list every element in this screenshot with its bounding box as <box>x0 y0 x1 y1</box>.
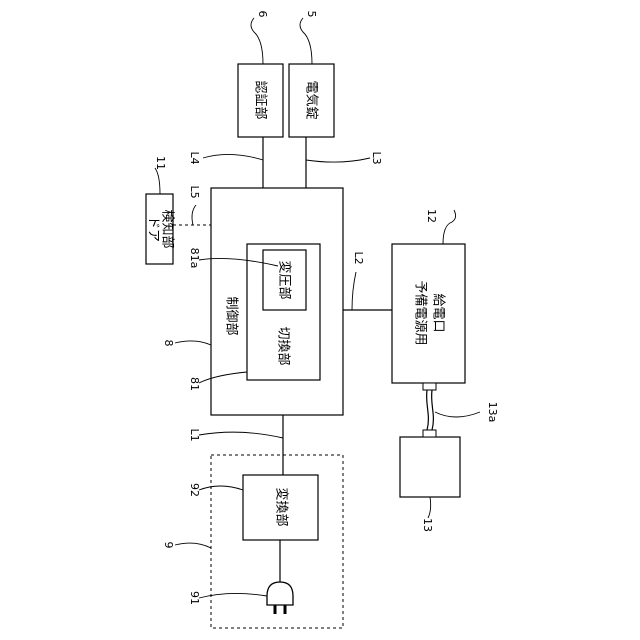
leader-5 <box>300 18 312 64</box>
switcher-label: 切換部 <box>276 326 291 365</box>
leader-L2 <box>352 272 356 310</box>
leader-91 <box>199 593 267 598</box>
door-label-line2: 検知部 <box>160 209 176 248</box>
leader-8 <box>175 341 211 345</box>
leader-11 <box>155 168 160 194</box>
leader-L5 <box>192 205 196 225</box>
ref-6: 6 <box>256 11 269 18</box>
leader-92 <box>199 486 243 490</box>
leader-13a <box>435 412 480 417</box>
ref-91: 91 <box>188 591 201 605</box>
backup-label-line1: 予備電源用 <box>413 280 429 345</box>
leader-L1 <box>199 432 283 438</box>
leader-9 <box>175 543 211 548</box>
ref-12: 12 <box>425 209 438 223</box>
line-label-L1: L1 <box>188 428 201 441</box>
leader-13 <box>428 497 431 518</box>
line-label-L2: L2 <box>352 251 365 264</box>
ref-13: 13 <box>421 518 434 532</box>
lock-label: 電気錠 <box>304 80 320 119</box>
leader-6 <box>251 18 263 64</box>
backup-label-line2: 給電口 <box>431 293 446 332</box>
ref-5: 5 <box>305 11 318 18</box>
line-label-L5: L5 <box>188 185 201 198</box>
backup-power-port-block <box>392 244 465 383</box>
ref-9: 9 <box>162 542 175 549</box>
converter-label: 変換部 <box>274 487 290 526</box>
booster-label: 変圧部 <box>277 260 293 299</box>
leader-L4 <box>203 154 263 160</box>
ref-13a: 13a <box>486 402 499 423</box>
leader-L3 <box>306 158 370 162</box>
ref-81: 81 <box>188 377 201 391</box>
line-label-L4: L4 <box>188 151 201 164</box>
auth-label: 認証部 <box>253 80 269 119</box>
ref-81a: 81a <box>188 248 201 269</box>
line-label-L3: L3 <box>370 151 383 164</box>
door-label-line1: ドア <box>146 216 161 242</box>
cable-13a <box>423 383 436 437</box>
device-13-block <box>400 437 460 497</box>
ref-11: 11 <box>154 156 167 170</box>
ref-92: 92 <box>188 483 201 497</box>
ref-8: 8 <box>162 340 175 347</box>
control-label: 制御部 <box>224 296 239 335</box>
leader-12 <box>443 210 456 244</box>
plug-icon <box>267 582 293 614</box>
